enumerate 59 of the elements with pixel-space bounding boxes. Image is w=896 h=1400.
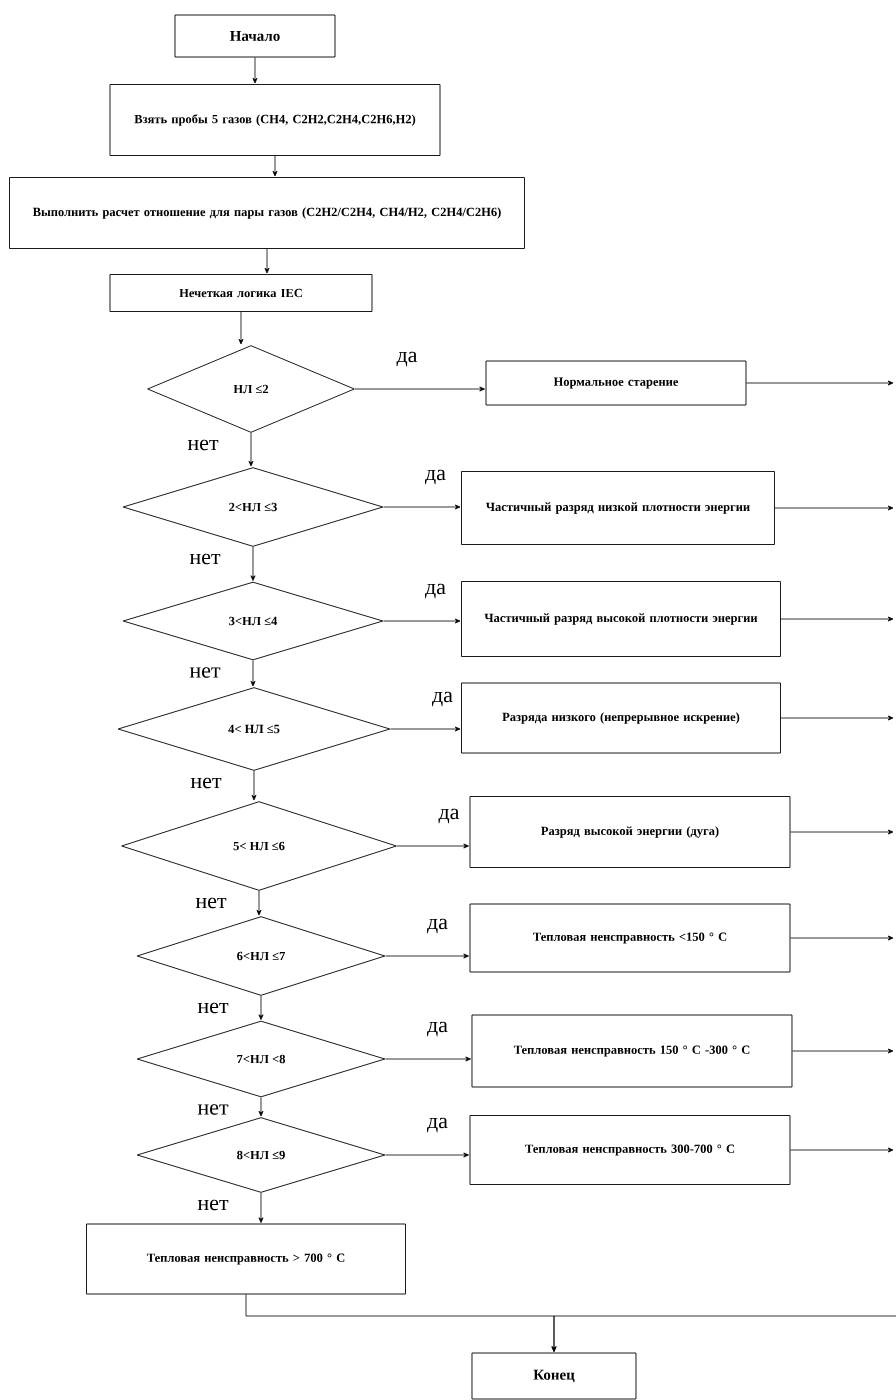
arrow: [258, 1097, 264, 1117]
arrow: [790, 829, 894, 835]
edge-label: да: [437, 807, 461, 825]
edge-label: да: [425, 917, 449, 935]
process-box: Разряд высокой энергии (дуга): [469, 796, 791, 868]
process-box: Начало: [174, 14, 336, 58]
edge-label: нет: [188, 666, 222, 679]
process-box: Выполнить расчет отношение для пары газов (C2H2/C2H4, CH4/H2, C2H4/C2H6): [9, 177, 525, 249]
process-box: Тепловая ненсправность <150 ° C: [469, 903, 791, 973]
arrow: [385, 953, 469, 959]
edge-label: да: [425, 1116, 449, 1134]
edge-label: да: [423, 582, 447, 600]
arrow: [250, 546, 256, 581]
process-box: Тепловая ненсправность 150 ° C -300 ° C: [471, 1014, 793, 1088]
edge-label: нет: [196, 1198, 230, 1212]
edge-label: нет: [194, 896, 228, 910]
arrow: [780, 715, 894, 721]
edge-label: да: [395, 350, 419, 368]
edge-label: да: [425, 1020, 449, 1038]
edge-label: нет: [196, 1001, 230, 1015]
process-box: Частичный разряд низкой плотности энергии: [461, 471, 775, 545]
edge-label: нет: [189, 776, 223, 790]
arrow: [354, 386, 485, 392]
arrow: [264, 248, 270, 274]
arrow: [258, 995, 264, 1020]
arrow: [238, 311, 244, 345]
arrow: [551, 1315, 896, 1352]
arrow: [385, 1056, 471, 1062]
edge-label: нет: [188, 552, 222, 566]
edge-label: да: [430, 690, 454, 708]
process-box: Тепловая ненсправность 300-700 ° C: [469, 1115, 791, 1185]
process-box: Тепловая ненсправность > 700 ° C: [86, 1223, 406, 1295]
arrow: [790, 935, 894, 941]
arrow: [251, 770, 257, 801]
process-box: Разряда низкого (непрерывное искрение): [461, 682, 781, 754]
arrow: [252, 57, 258, 84]
arrow: [746, 380, 894, 386]
arrow: [385, 1152, 469, 1158]
arrow: [790, 1147, 894, 1153]
process-box: Частичный разряд высокой плотности энергии: [461, 581, 781, 657]
process-box: Нечеткая логика IEC: [109, 274, 373, 312]
process-box: Конец: [471, 1352, 637, 1400]
edge-label: нет: [196, 1103, 230, 1116]
arrow: [390, 726, 461, 732]
process-box: Нормальное старение: [485, 360, 747, 406]
arrow: [258, 1192, 264, 1223]
process-box: Взять пробы 5 газов (CH4, C2H2,C2H4,C2H6,H2): [109, 84, 441, 156]
arrow: [780, 616, 894, 622]
arrow: [396, 843, 469, 849]
arrow: [250, 660, 256, 687]
arrow: [256, 890, 262, 916]
arrow: [792, 1048, 894, 1054]
arrow: [248, 432, 254, 467]
arrow: [774, 505, 894, 511]
edge-label: да: [423, 468, 447, 486]
arrow: [383, 618, 461, 624]
arrow: [272, 155, 278, 177]
edge-label: нет: [186, 438, 220, 452]
arrow: [383, 504, 461, 510]
